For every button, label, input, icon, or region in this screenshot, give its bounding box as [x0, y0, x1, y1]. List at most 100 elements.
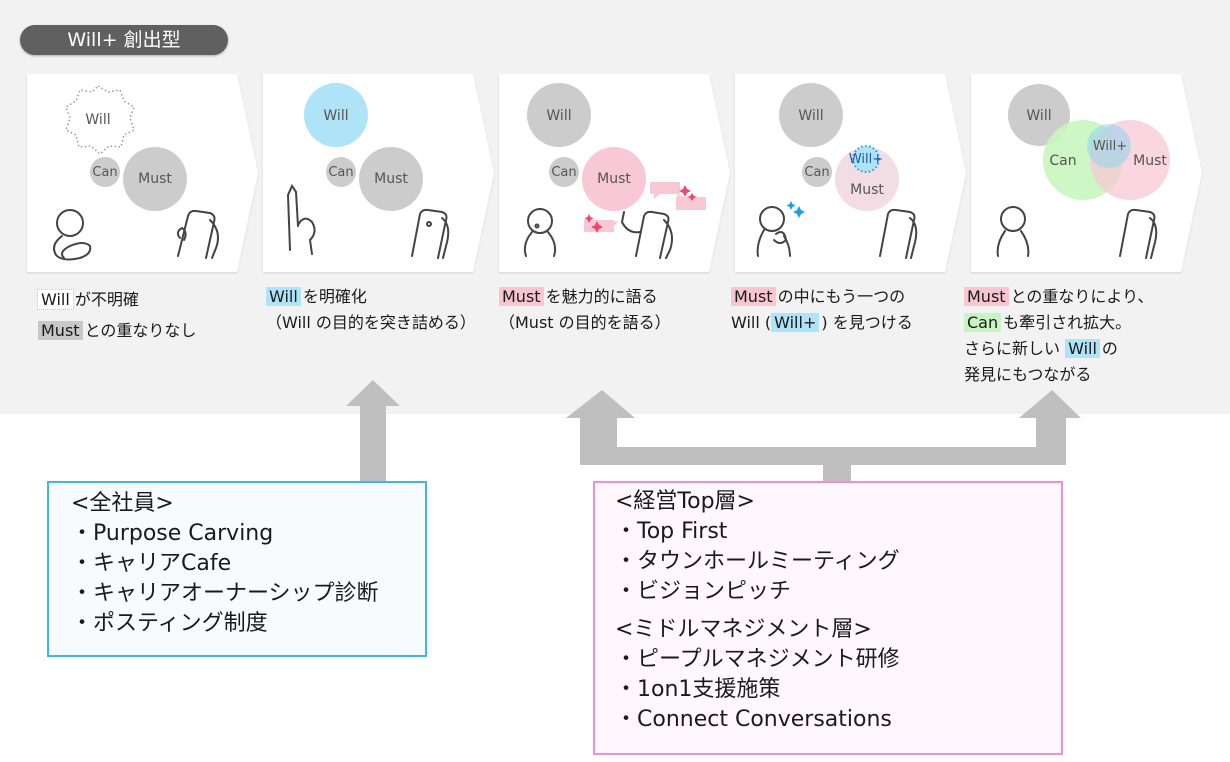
- list-item: ・キャリアオーナーシップ診断: [71, 581, 379, 606]
- all-employees-box: <全社員> ・Purpose Carving ・キャリアCafe ・キャリアオー…: [47, 481, 427, 657]
- person-raising-hand-icon: [286, 183, 316, 255]
- must-circle: [835, 147, 899, 211]
- will-label: Will: [85, 112, 111, 128]
- list-item: ・Connect Conversations: [615, 707, 892, 732]
- sparkle-icon: [786, 201, 805, 218]
- caption-line: 発見にもつながる: [964, 362, 1153, 388]
- will-plus-label: Will+: [1092, 138, 1128, 154]
- list-item: ・ビジョンピッチ: [615, 579, 792, 604]
- phone-thinking-icon: [176, 209, 219, 259]
- stage-3-diagram: [523, 83, 706, 259]
- list-item: ・キャリアCafe: [71, 551, 232, 576]
- will-plus-circle: [1087, 124, 1131, 168]
- management-box: <経営Top層> ・Top First ・タウンホールミーティング ・ビジョンピ…: [593, 481, 1063, 755]
- person-listening-icon: [523, 208, 557, 257]
- phone-smiling-icon: [879, 208, 918, 259]
- stage-5-diagram: [996, 84, 1170, 259]
- caption-text: の中にもう一つの: [777, 287, 906, 306]
- arrow-up-split-to-stages-3-5: [566, 390, 1081, 481]
- phone-surprised-icon: [411, 208, 450, 259]
- caption-text: （Must の目的を語る）: [499, 313, 671, 332]
- stage-4-diagram: [756, 83, 918, 259]
- caption-text: との重なりにより、: [1010, 287, 1154, 306]
- caption-text: が不明確: [74, 290, 139, 309]
- list-item: ・ポスティング制度: [71, 611, 268, 636]
- highlight-keyword: Must: [964, 287, 1009, 306]
- will-circle: [1008, 84, 1070, 146]
- list-item: ・Purpose Carving: [71, 521, 274, 546]
- top-management-heading: <経営Top層>: [615, 489, 755, 514]
- highlight-keyword: Will: [266, 287, 301, 306]
- can-circle: [90, 157, 120, 187]
- caption-text: ) を見つける: [821, 313, 913, 332]
- must-circle: [359, 147, 423, 211]
- all-employees-heading: <全社員>: [71, 491, 174, 516]
- will-plus-circle: [852, 145, 880, 173]
- caption-text: （Will の目的を突き詰める）: [266, 313, 476, 332]
- caption-text: 発見にもつながる: [964, 365, 1092, 384]
- phone-smiling-icon: [1119, 208, 1158, 259]
- section-title: Will+ 創出型: [20, 25, 228, 55]
- sparkle-icon: [584, 185, 697, 233]
- can-circle: [802, 157, 832, 187]
- must-circle: [123, 147, 187, 211]
- caption-text: さらに新しい: [964, 339, 1066, 358]
- list-item: ・タウンホールミーティング: [615, 549, 900, 574]
- will-circle: [527, 83, 591, 147]
- must-label: Must: [850, 182, 884, 198]
- caption-line: （Must の目的を語る）: [499, 310, 671, 336]
- highlight-keyword: Will+: [771, 313, 820, 332]
- caption-text: Will (: [731, 313, 772, 332]
- caption-line: Will (Will+) を見つける: [731, 310, 913, 336]
- can-label: Can: [92, 164, 118, 180]
- caption-text: も牽引され拡大。: [1003, 313, 1132, 332]
- highlight-keyword: Can: [964, 313, 1002, 332]
- caption-text: との重なりなし: [84, 321, 197, 340]
- will-label: Will: [798, 108, 824, 124]
- will-label: Will: [546, 108, 572, 124]
- highlight-keyword: Will: [1065, 339, 1100, 358]
- will-label: Will: [1026, 108, 1052, 124]
- caption-line: （Will の目的を突き詰める）: [266, 310, 476, 336]
- spacer: [615, 607, 1061, 615]
- caption-text: の: [1101, 339, 1118, 358]
- caption-text: を魅力的に語る: [545, 287, 658, 306]
- will-circle: [304, 83, 368, 147]
- caption-text: を明確化: [302, 287, 367, 306]
- middle-management-heading: <ミドルマネジメント層>: [615, 617, 872, 642]
- highlight-keyword: Must: [499, 287, 544, 306]
- will-plus-label: Will+: [848, 151, 884, 167]
- must-label: Must: [138, 171, 172, 187]
- phone-pointing-icon: [620, 210, 673, 259]
- stage-1-diagram: [53, 85, 219, 261]
- will-circle: [779, 83, 843, 147]
- can-circle: [326, 157, 356, 187]
- person-hopeful-icon: [756, 206, 791, 257]
- arrow-up-to-stage-2: [346, 380, 400, 481]
- must-label: Must: [597, 171, 631, 187]
- can-label: Can: [551, 164, 577, 180]
- must-label: Must: [1133, 153, 1167, 169]
- highlight-keyword: Will: [37, 289, 74, 310]
- highlight-keyword: Must: [38, 321, 83, 340]
- stage-2-diagram: [286, 83, 450, 259]
- list-item: ・ピープルマネジメント研修: [615, 647, 900, 672]
- can-label: Can: [328, 164, 354, 180]
- will-label: Will: [323, 108, 349, 124]
- can-label: Can: [804, 164, 830, 180]
- can-circle: [549, 157, 579, 187]
- person-smiling-icon: [996, 206, 1030, 257]
